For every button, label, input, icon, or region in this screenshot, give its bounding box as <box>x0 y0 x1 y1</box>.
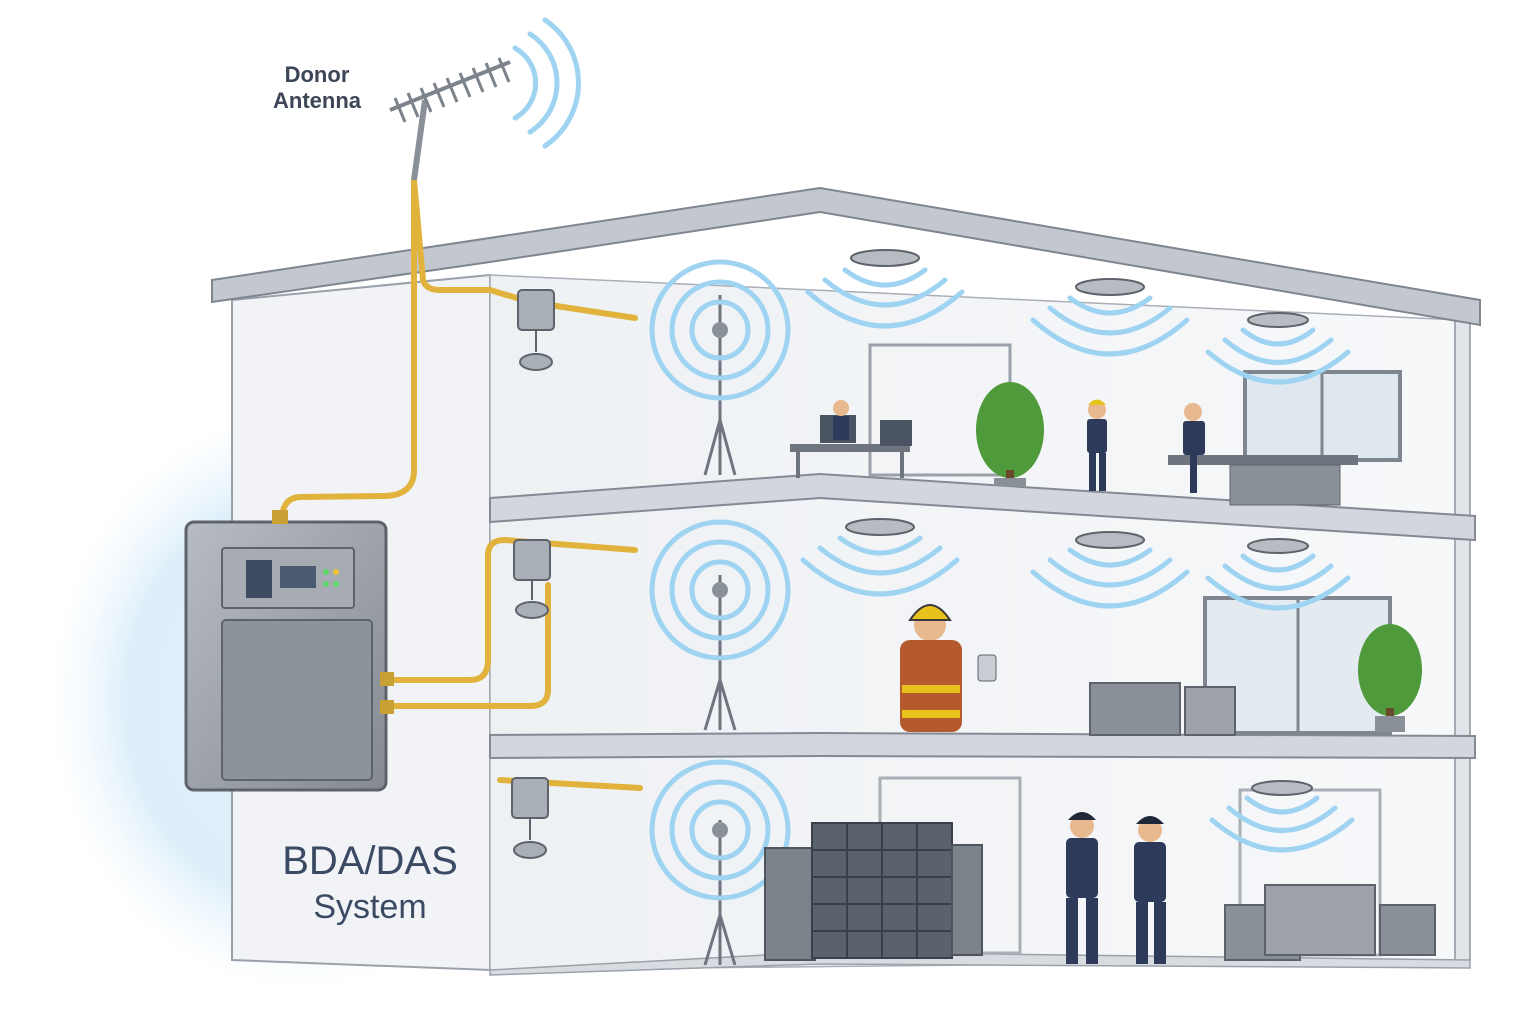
donor-label-line2: Antenna <box>273 88 361 113</box>
dome-antenna-icon <box>511 289 555 859</box>
ceiling-antennas <box>800 249 1355 853</box>
donor-label-line1: Donor <box>284 62 350 87</box>
system-label-line2: System <box>313 888 427 926</box>
mast-signal-waves <box>649 259 791 901</box>
floor-slab-upper <box>489 472 1476 542</box>
yagi-antenna-icon <box>389 57 511 181</box>
system-label-line1: BDA/DAS <box>282 839 458 883</box>
floor-slab-middle <box>489 731 1476 760</box>
building <box>211 186 1481 976</box>
cabinet <box>1089 682 1181 736</box>
worker-icon <box>833 399 1205 964</box>
tree-icon <box>976 382 1422 732</box>
donor-antenna-label: Donor Antenna <box>252 62 382 114</box>
server-rack-icon <box>764 822 983 961</box>
roof-slab <box>211 186 1481 327</box>
bda-unit-icon <box>184 510 394 792</box>
firefighter-icon <box>900 604 997 732</box>
furniture <box>790 415 1436 961</box>
donor-signal-waves <box>512 17 581 149</box>
system-label: BDA/DAS System <box>255 838 485 930</box>
mast-antenna-icon <box>703 295 737 966</box>
